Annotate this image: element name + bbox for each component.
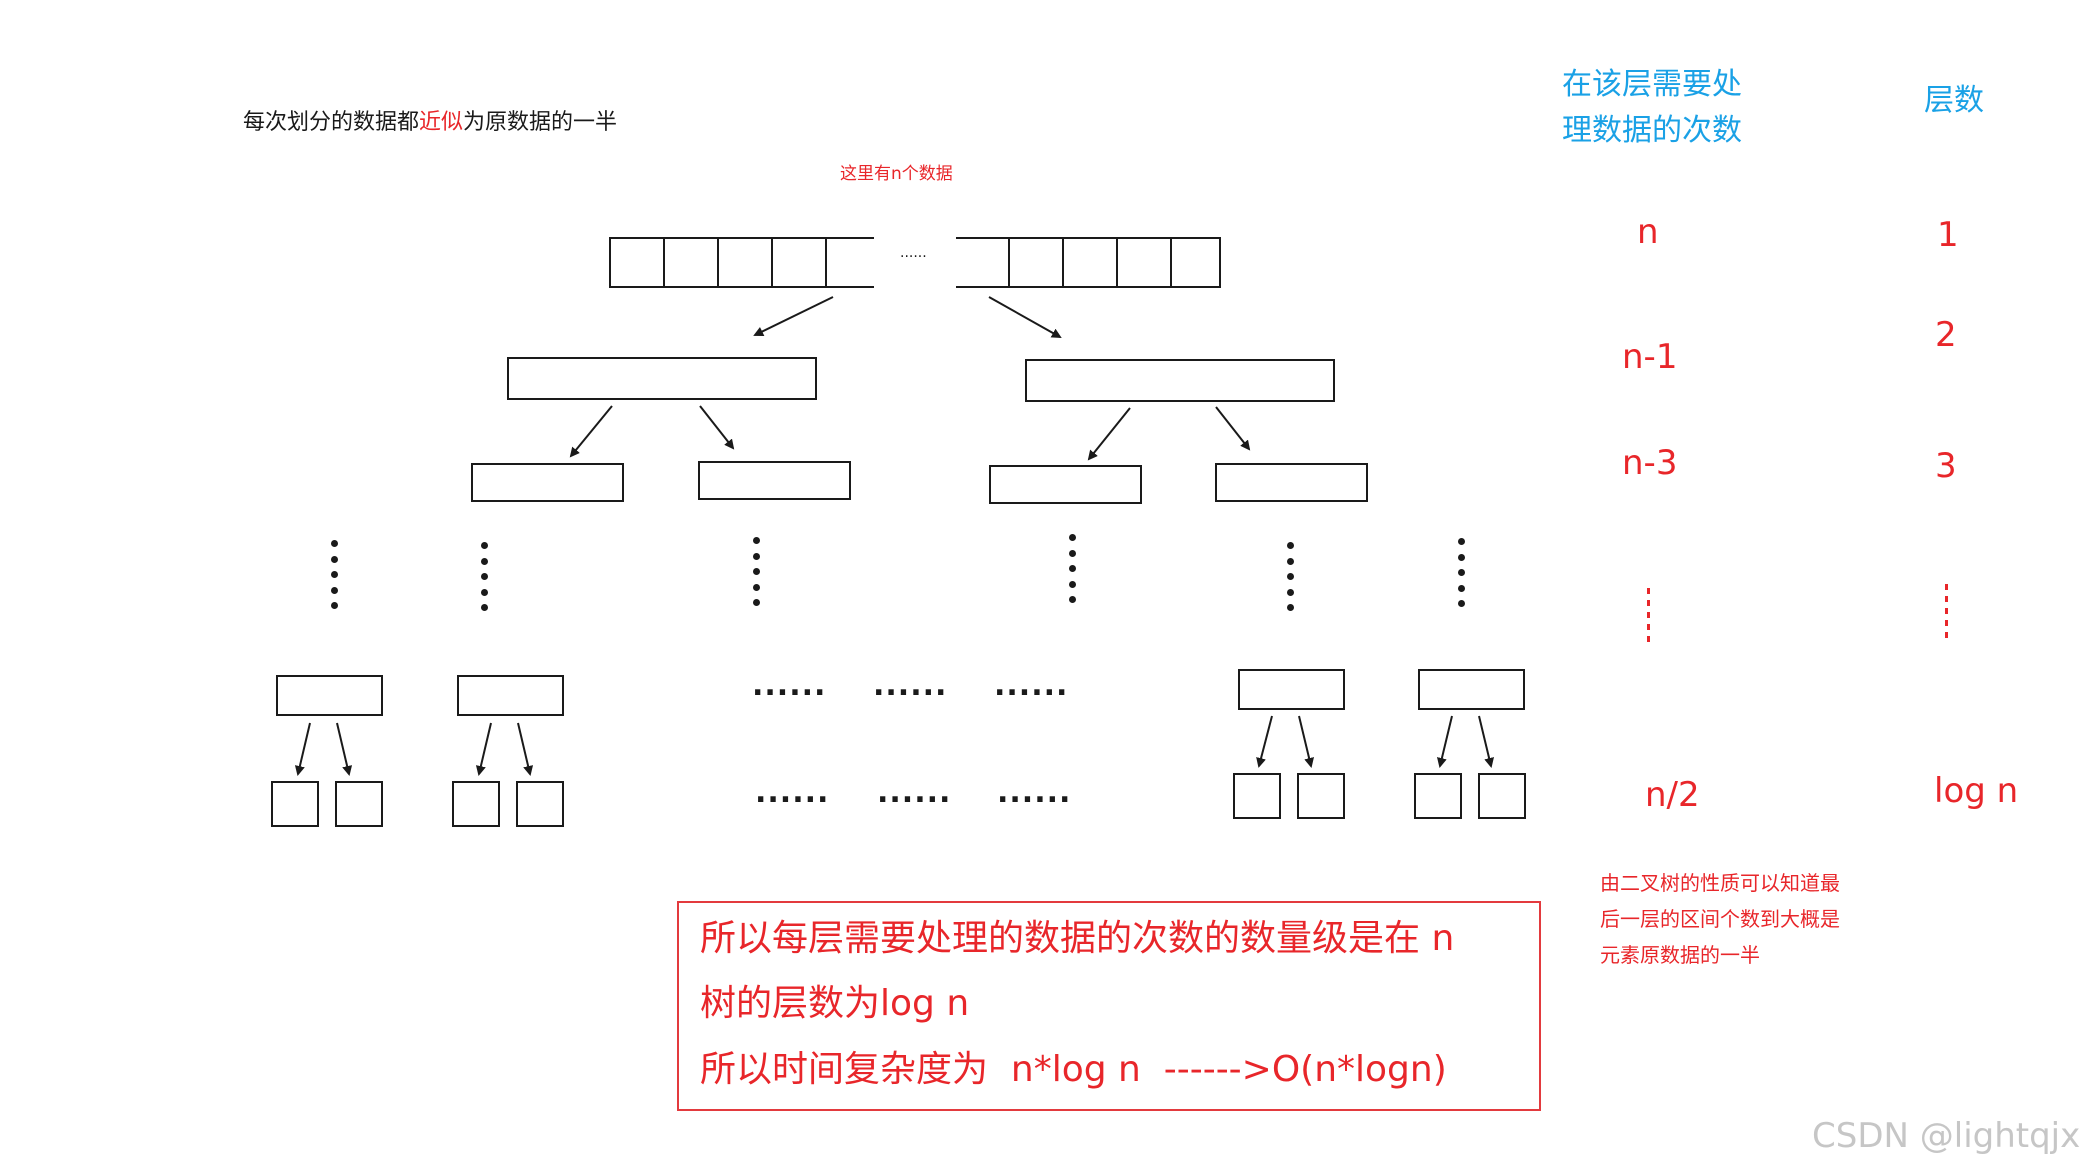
- leaf-box: [335, 781, 383, 827]
- bottom-parent-box: [457, 675, 564, 716]
- work-header-line2: 理数据的次数: [1562, 113, 1742, 148]
- arrow: [336, 722, 353, 776]
- leaf-box: [1478, 773, 1526, 819]
- leaf-box: [452, 781, 500, 827]
- leaf-box: [1414, 773, 1462, 819]
- arrow: [1256, 715, 1273, 768]
- level2-left-box: [507, 357, 817, 400]
- arrow: [475, 722, 492, 776]
- bottom-parent-box: [276, 675, 383, 716]
- vertical-dots: [1069, 534, 1077, 612]
- summary-line2: 树的层数为log n: [700, 983, 970, 1024]
- array-ellipsis: ......: [900, 245, 927, 261]
- level3-box: [1215, 463, 1368, 502]
- work-value: n-1: [1622, 337, 1678, 377]
- arrow: [569, 405, 613, 458]
- red-vertical-dots: [1945, 584, 1949, 644]
- side-note-line2: 后一层的区间个数到大概是: [1600, 907, 1840, 931]
- leaf-box: [1297, 773, 1345, 819]
- top-array-label: 这里有n个数据: [840, 164, 953, 184]
- header-note-highlight: 近似: [419, 110, 464, 135]
- red-vertical-dots: [1647, 588, 1651, 648]
- arrow: [1298, 715, 1314, 768]
- leaf-box: [516, 781, 564, 827]
- side-note-line1: 由二叉树的性质可以知道最: [1600, 871, 1840, 895]
- header-note-suffix: 为原数据的一半: [463, 110, 618, 135]
- header-note-prefix: 每次划分的数据都: [243, 110, 420, 135]
- horizontal-dots: ......: [752, 668, 827, 703]
- work-value: n: [1637, 212, 1659, 252]
- horizontal-dots: ......: [755, 775, 830, 810]
- arrow: [1215, 406, 1251, 451]
- summary-line3: 所以时间复杂度为 n*log n ------>O(n*logn): [700, 1049, 1447, 1090]
- arrow: [294, 722, 311, 776]
- level-header: 层数: [1924, 83, 1984, 118]
- bottom-parent-box: [1418, 669, 1525, 710]
- bottom-parent-box: [1238, 669, 1345, 710]
- arrow: [1478, 715, 1494, 768]
- horizontal-dots: ......: [877, 775, 952, 810]
- array-cell: [663, 237, 719, 288]
- array-cell: [609, 237, 665, 288]
- arrow: [699, 405, 735, 450]
- level-value: log n: [1934, 771, 2019, 811]
- horizontal-dots: ......: [994, 668, 1069, 703]
- summary-line1: 所以每层需要处理的数据的次数的数量级是在 n: [700, 918, 1455, 959]
- work-header-line1: 在该层需要处: [1562, 67, 1742, 102]
- level3-box: [698, 461, 851, 500]
- array-cell: [1116, 237, 1172, 288]
- level-value: 1: [1937, 215, 1959, 255]
- leaf-box: [1233, 773, 1281, 819]
- level-value: 3: [1935, 446, 1957, 486]
- level3-box: [471, 463, 624, 502]
- side-note-line3: 元素原数据的一半: [1600, 943, 1760, 967]
- leaf-box: [271, 781, 319, 827]
- horizontal-dots: ......: [997, 775, 1072, 810]
- horizontal-dots: ......: [873, 668, 948, 703]
- arrow: [1087, 407, 1131, 461]
- vertical-dots: [481, 542, 489, 620]
- arrow: [517, 722, 534, 776]
- level-value: 2: [1935, 315, 1957, 355]
- watermark: CSDN @lightqjx: [1812, 1116, 2081, 1156]
- arrow: [988, 296, 1062, 338]
- summary-frame: [677, 901, 1541, 1111]
- header-note: 每次划分的数据都近似为原数据的一半: [243, 110, 617, 136]
- work-value: n-3: [1622, 443, 1678, 483]
- vertical-dots: [1458, 538, 1466, 616]
- array-cell: [825, 237, 874, 288]
- vertical-dots: [753, 537, 761, 615]
- array-cell: [771, 237, 827, 288]
- arrow: [1437, 715, 1453, 768]
- level2-right-box: [1025, 359, 1335, 402]
- arrow: [753, 296, 834, 336]
- vertical-dots: [331, 540, 339, 618]
- array-cell: [1062, 237, 1118, 288]
- array-cell: [1170, 237, 1221, 288]
- work-value: n/2: [1645, 775, 1700, 815]
- vertical-dots: [1287, 542, 1295, 620]
- level3-box: [989, 465, 1142, 504]
